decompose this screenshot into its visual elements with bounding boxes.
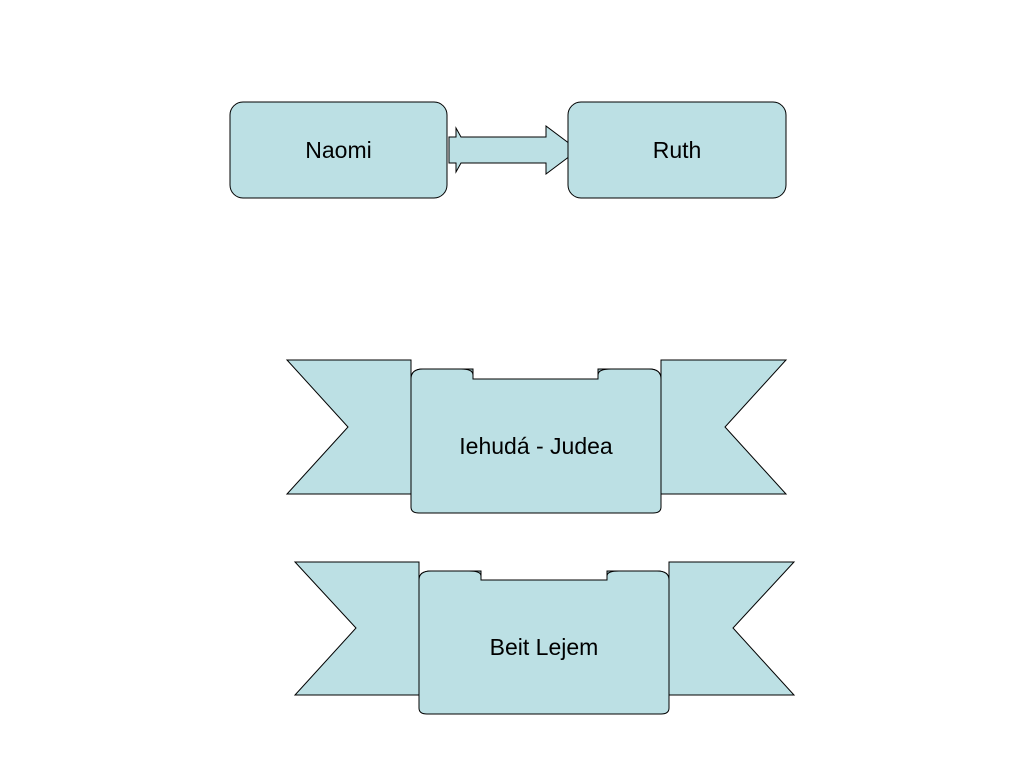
right-arrow: [448, 125, 579, 175]
naomi-box: [229, 101, 448, 199]
beit-lejem-banner-left-tail: [293, 561, 420, 696]
ruth-label: Ruth: [652, 136, 702, 163]
judea-banner-label: Iehudá - Judea: [459, 433, 613, 459]
judea-banner-right-tail: [660, 359, 788, 495]
beit-lejem-banner-center: [418, 570, 670, 715]
beit-lejem-banner-right-tail: [668, 561, 796, 696]
judea-banner-ribbon: [285, 359, 788, 514]
naomi-label: Naomi: [305, 136, 372, 163]
judea-banner-center: [410, 368, 662, 514]
ruth-box: [567, 101, 787, 199]
beit-lejem-banner-label: Beit Lejem: [489, 634, 599, 660]
judea-banner-left-tail: [285, 359, 412, 495]
beit-lejem-banner-ribbon: [293, 561, 796, 715]
